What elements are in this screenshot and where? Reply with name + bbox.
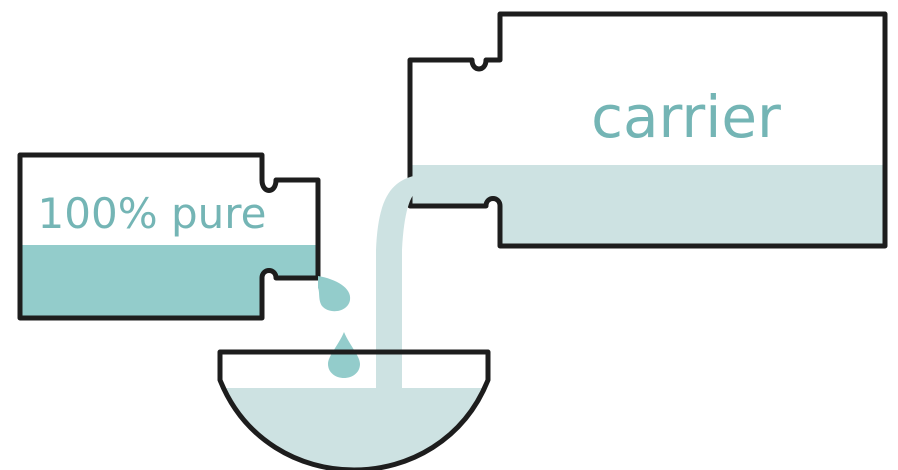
pure-liquid-fill bbox=[10, 245, 330, 335]
carrier-label: carrier bbox=[591, 83, 781, 151]
pure-label: 100% pure bbox=[38, 189, 267, 238]
pure-drip-spout bbox=[318, 276, 350, 311]
carrier-container: carrier bbox=[400, 14, 895, 260]
pure-falling-drop bbox=[328, 332, 360, 378]
pure-container: 100% pure bbox=[10, 155, 330, 335]
